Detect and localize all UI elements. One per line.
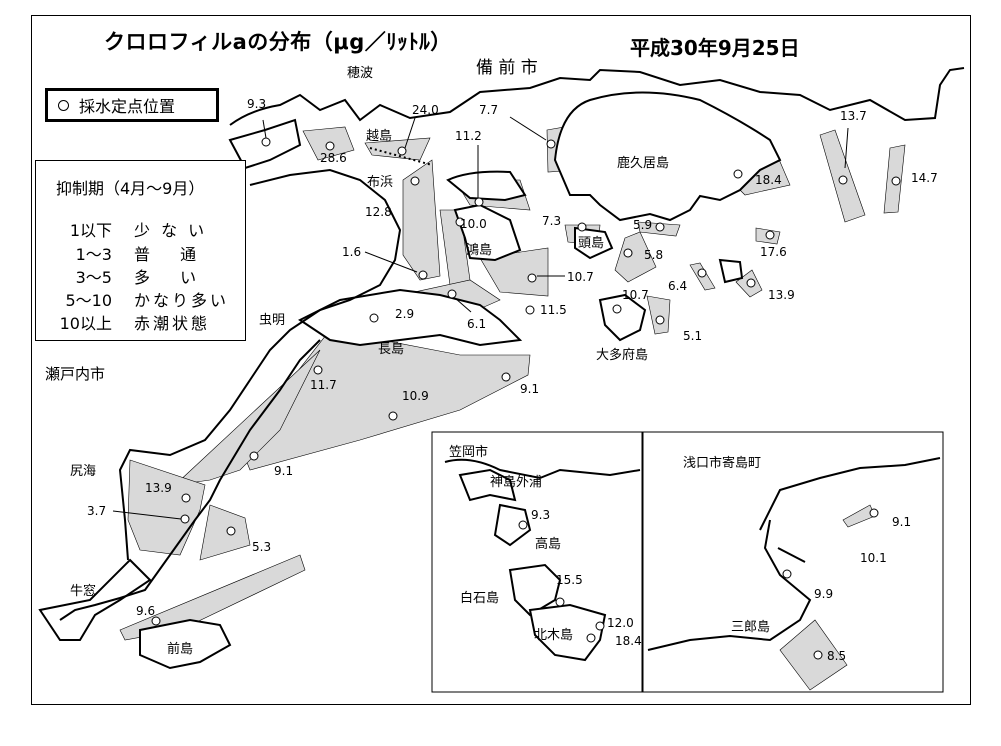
leader-arrows [112, 116, 849, 520]
station-value: 12.0 [607, 616, 634, 630]
survey-date: 平成30年9月25日 [630, 36, 800, 60]
legend-state: 多 い [134, 268, 200, 287]
legend-state: 少 な い [134, 221, 208, 240]
legend-row: 10以上 赤潮状態 [36, 310, 245, 333]
station-value: 5.1 [683, 329, 703, 343]
station-value: 5.3 [252, 540, 272, 554]
station-value: 7.3 [542, 214, 562, 228]
coastlines [38, 67, 965, 670]
station-value: 7.7 [479, 103, 499, 117]
place-kakuijima: 鹿久居島 [617, 156, 670, 171]
station-value: 8.5 [827, 649, 847, 663]
legend-abundance: 抑制期（4月～9月） 1以下 少 な い 1～3 普 通 3～5 多 い 5～1… [35, 160, 246, 341]
legend-range: 5～10 [65, 291, 112, 310]
legend-range: 1～3 [75, 245, 112, 264]
station-value: 13.9 [145, 481, 172, 495]
station-value: 9.1 [274, 464, 294, 478]
place-shiriumi: 尻海 [70, 464, 97, 479]
station-value: 14.7 [911, 171, 938, 185]
station-value: 10.9 [402, 389, 429, 403]
place-konoshima: 神島外浦 [490, 475, 543, 490]
place-koshijima: 越島 [366, 129, 393, 144]
station-value: 24.0 [412, 103, 439, 117]
place-hobami: 穂波 [347, 66, 374, 81]
inset-frames [431, 431, 944, 693]
station-value: 5.9 [633, 218, 653, 232]
place-ushimado: 牛窓 [70, 584, 97, 599]
place-kasaoka: 笠岡市 [449, 445, 489, 460]
station-value: 13.9 [768, 288, 795, 302]
place-kojima: 鴻島 [466, 243, 493, 258]
legend-row: 3～5 多 い [36, 264, 245, 287]
station-value: 6.4 [668, 279, 688, 293]
station-value: 10.7 [567, 270, 594, 284]
station-value: 10.1 [860, 551, 887, 565]
station-value: 1.6 [342, 245, 362, 259]
station-marker-icon [58, 99, 69, 111]
dotted-boundary [369, 147, 433, 166]
legend-row: 1以下 少 な い [36, 217, 245, 240]
place-setouchi: 瀬戸内市 [45, 365, 106, 383]
legend-sampling-points: 採水定点位置 [45, 88, 219, 122]
station-value: 17.6 [760, 245, 787, 259]
legend-range: 3～5 [75, 268, 112, 287]
station-value: 18.4 [615, 634, 642, 648]
place-nagashima: 長島 [378, 342, 405, 357]
place-otabujima: 大多府島 [596, 348, 649, 363]
station-value: 2.9 [395, 307, 415, 321]
legend-row: 1～3 普 通 [36, 241, 245, 264]
place-mushiake: 虫明 [259, 313, 286, 328]
station-value: 5.8 [644, 248, 664, 262]
station-value: 10.0 [460, 217, 487, 231]
legend-row: 5～10 かなり多い [36, 287, 245, 310]
station-value: 9.1 [520, 382, 540, 396]
station-value: 6.1 [467, 317, 487, 331]
station-value: 9.3 [531, 508, 551, 522]
legend-sampling-label: 採水定点位置 [79, 97, 176, 116]
place-takashima: 高島 [535, 537, 562, 552]
station-value: 11.2 [455, 129, 482, 143]
station-value: 9.6 [136, 604, 156, 618]
station-value: 11.5 [540, 303, 567, 317]
place-saburojima: 三郎島 [731, 620, 771, 635]
station-value: 3.7 [87, 504, 107, 518]
station-value: 10.7 [622, 288, 649, 302]
place-shiraishijima: 白石島 [460, 591, 500, 606]
station-value: 28.6 [320, 151, 347, 165]
legend-state: 赤潮状態 [134, 314, 211, 333]
legend-state: かなり多い [134, 291, 230, 310]
station-value: 18.4 [755, 173, 782, 187]
legend-state: 普 通 [134, 245, 200, 264]
legend-heading: 抑制期（4月～9月） [56, 179, 205, 198]
station-value: 9.9 [814, 587, 834, 601]
station-value: 9.3 [247, 97, 267, 111]
inset-coastlines [444, 457, 941, 662]
station-markers [151, 137, 901, 660]
place-nunohama: 布浜 [367, 175, 394, 190]
station-value: 13.7 [840, 109, 867, 123]
station-value: 15.5 [556, 573, 583, 587]
station-value: 9.1 [892, 515, 912, 529]
place-bizen: 備 前 市 [476, 58, 538, 78]
map-title: クロロフィルaの分布（μg／ﾘｯﾄﾙ） [104, 30, 452, 54]
place-maejima: 前島 [167, 642, 194, 657]
legend-range: 1以下 [69, 221, 112, 240]
place-kashiragijima: 頭島 [578, 236, 605, 251]
place-asakuchi: 浅口市寄島町 [683, 456, 762, 471]
legend-range: 10以上 [59, 314, 112, 333]
place-kitagijima: 北木島 [534, 628, 574, 643]
station-value: 11.7 [310, 378, 337, 392]
station-value: 12.8 [365, 205, 392, 219]
